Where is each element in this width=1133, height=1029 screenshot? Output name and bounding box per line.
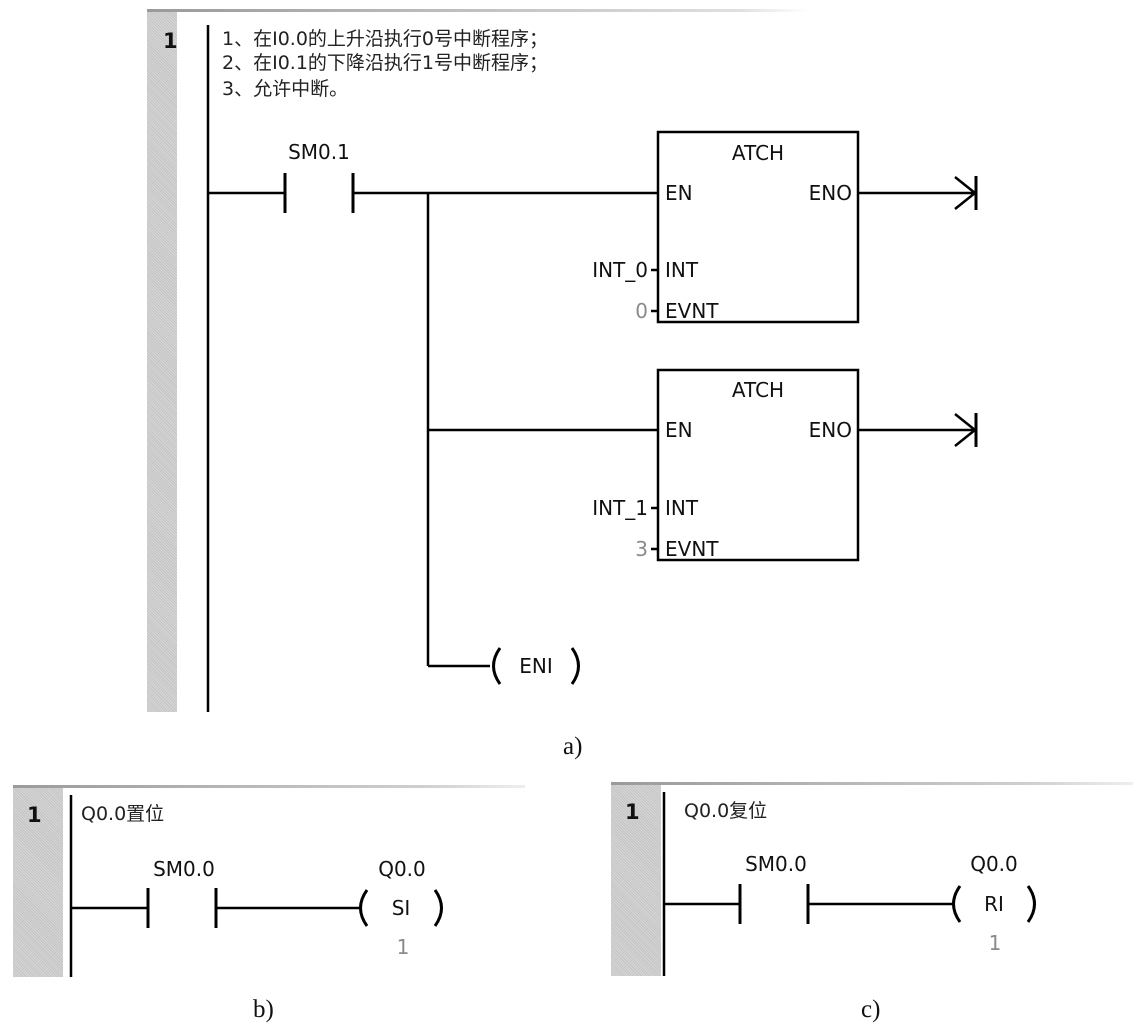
top-border-a <box>147 9 807 12</box>
network-number-c: 1 <box>625 800 640 824</box>
network-comment-line-3: 3、允许中断。 <box>222 78 349 100</box>
output-arrow-2 <box>954 413 978 447</box>
output-arrow-1 <box>954 176 978 210</box>
caption-c: c) <box>861 996 881 1023</box>
network-panel-c: 1 Q0.0复位 <box>611 782 1133 976</box>
network-panel-a: 1 1、在I0.0的上升沿执行0号中断程序； 2、在I0.1的下降沿执行1号中断… <box>147 9 807 712</box>
network-number-a: 1 <box>163 29 178 53</box>
top-border-b <box>13 785 525 788</box>
network-comment-c: Q0.0复位 <box>684 800 768 822</box>
gutter-a <box>147 12 177 712</box>
gutter-c <box>611 785 661 976</box>
network-panel-b: 1 Q0.0置位 <box>13 785 525 977</box>
network-number-b: 1 <box>27 803 42 827</box>
caption-a: a) <box>563 733 583 760</box>
network-comment-b: Q0.0置位 <box>81 803 165 825</box>
network-comment-line-1: 1、在I0.0的上升沿执行0号中断程序； <box>222 28 548 50</box>
eno-label-2: ENO <box>809 418 852 442</box>
caption-b: b) <box>253 996 274 1023</box>
gutter-b <box>13 788 63 977</box>
eno-label-1: ENO <box>809 181 852 205</box>
top-border-c <box>611 782 1133 785</box>
network-comment-line-2: 2、在I0.1的下降沿执行1号中断程序； <box>222 52 548 74</box>
